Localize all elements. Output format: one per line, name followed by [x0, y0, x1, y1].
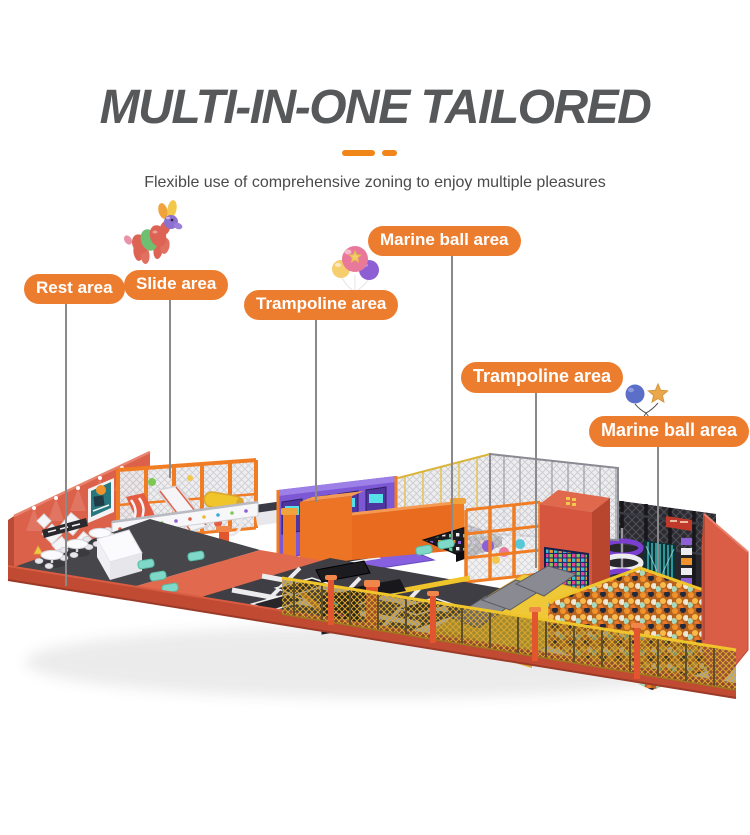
- white-counter: [96, 529, 143, 580]
- balloon-bouquet-icon: [332, 246, 379, 293]
- platform-desk: [255, 501, 283, 526]
- softplay-frame: [464, 500, 542, 584]
- label-marine-ball-area-top: Marine ball area: [368, 226, 521, 256]
- divider-dash-long: [341, 150, 375, 156]
- orange-divider-wall: [281, 491, 466, 568]
- leader-line-marine-ball-area-top: [451, 254, 453, 540]
- label-marine-ball-area-right: Marine ball area: [589, 416, 750, 447]
- balloon-dog-icon: [123, 200, 183, 264]
- leader-line-trampoline-area-right: [535, 393, 537, 568]
- floor-mats: [137, 538, 455, 594]
- label-slide-area: Slide area: [124, 270, 229, 300]
- label-trampoline-area-right: Trampoline area: [461, 362, 624, 393]
- wall-poster: [88, 478, 114, 523]
- front-fence: [281, 575, 737, 691]
- cafe-table: [59, 538, 94, 558]
- label-rest-area: Rest area: [24, 274, 125, 304]
- page-subtitle: Flexible use of comprehensive zoning to …: [144, 174, 606, 191]
- leader-line-slide-area: [169, 297, 171, 478]
- leader-line-trampoline-area-left: [315, 319, 317, 502]
- leader-line-rest-area: [65, 300, 67, 586]
- divider-dash-short: [381, 150, 397, 156]
- label-trampoline-area-left: Trampoline area: [244, 290, 399, 320]
- title-divider: [0, 150, 744, 156]
- leader-line-marine-ball-area-right: [657, 446, 659, 573]
- page-title: MULTI-IN-ONE TAILORED: [99, 81, 652, 134]
- rest-area-floor: [14, 519, 260, 590]
- balloon-and-star-icon: [625, 382, 669, 419]
- red-sign: [666, 516, 692, 531]
